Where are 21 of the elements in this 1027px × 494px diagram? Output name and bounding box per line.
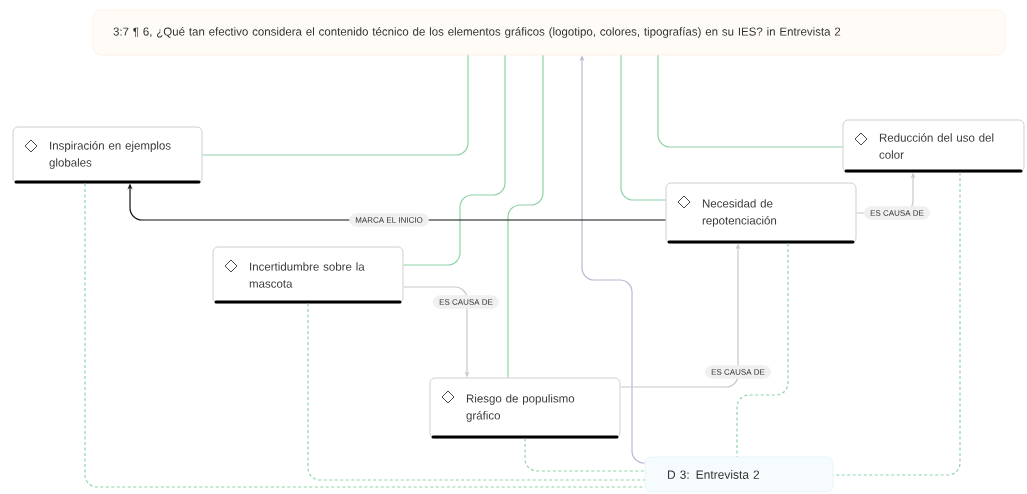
connector — [307, 302, 646, 481]
code-box: Necesidad de repotenciación — [665, 182, 857, 244]
code-box: Incertidumbre sobre la mascota — [212, 246, 404, 304]
edge-label: ES CAUSA DE — [864, 206, 930, 220]
code-box: Riesgo de populismo gráfico — [429, 377, 621, 439]
edge-label: MARCA EL INICIO — [349, 213, 429, 227]
quotation-box: 3:7 ¶ 6, ¿Qué tan efectivo considera el contenido técnico de los elementos gráficos (logotipo, colores, tipografías) en su IES? in Entrevista 2 — [92, 9, 1006, 56]
connector — [620, 54, 667, 201]
connector — [657, 54, 844, 148]
connector — [832, 171, 961, 476]
connector — [736, 242, 789, 458]
connector — [524, 437, 646, 472]
edge-label: ES CAUSA DE — [705, 365, 771, 379]
connector — [201, 54, 469, 156]
connector — [402, 54, 506, 266]
connector — [84, 182, 646, 488]
code-box: Reducción del uso del color — [842, 119, 1025, 173]
code-box: Inspiración en ejemplos globales — [12, 126, 203, 184]
edge-label: ES CAUSA DE — [433, 295, 499, 309]
document-box: D 3: Entrevista 2 — [644, 456, 834, 493]
connector — [507, 54, 544, 379]
